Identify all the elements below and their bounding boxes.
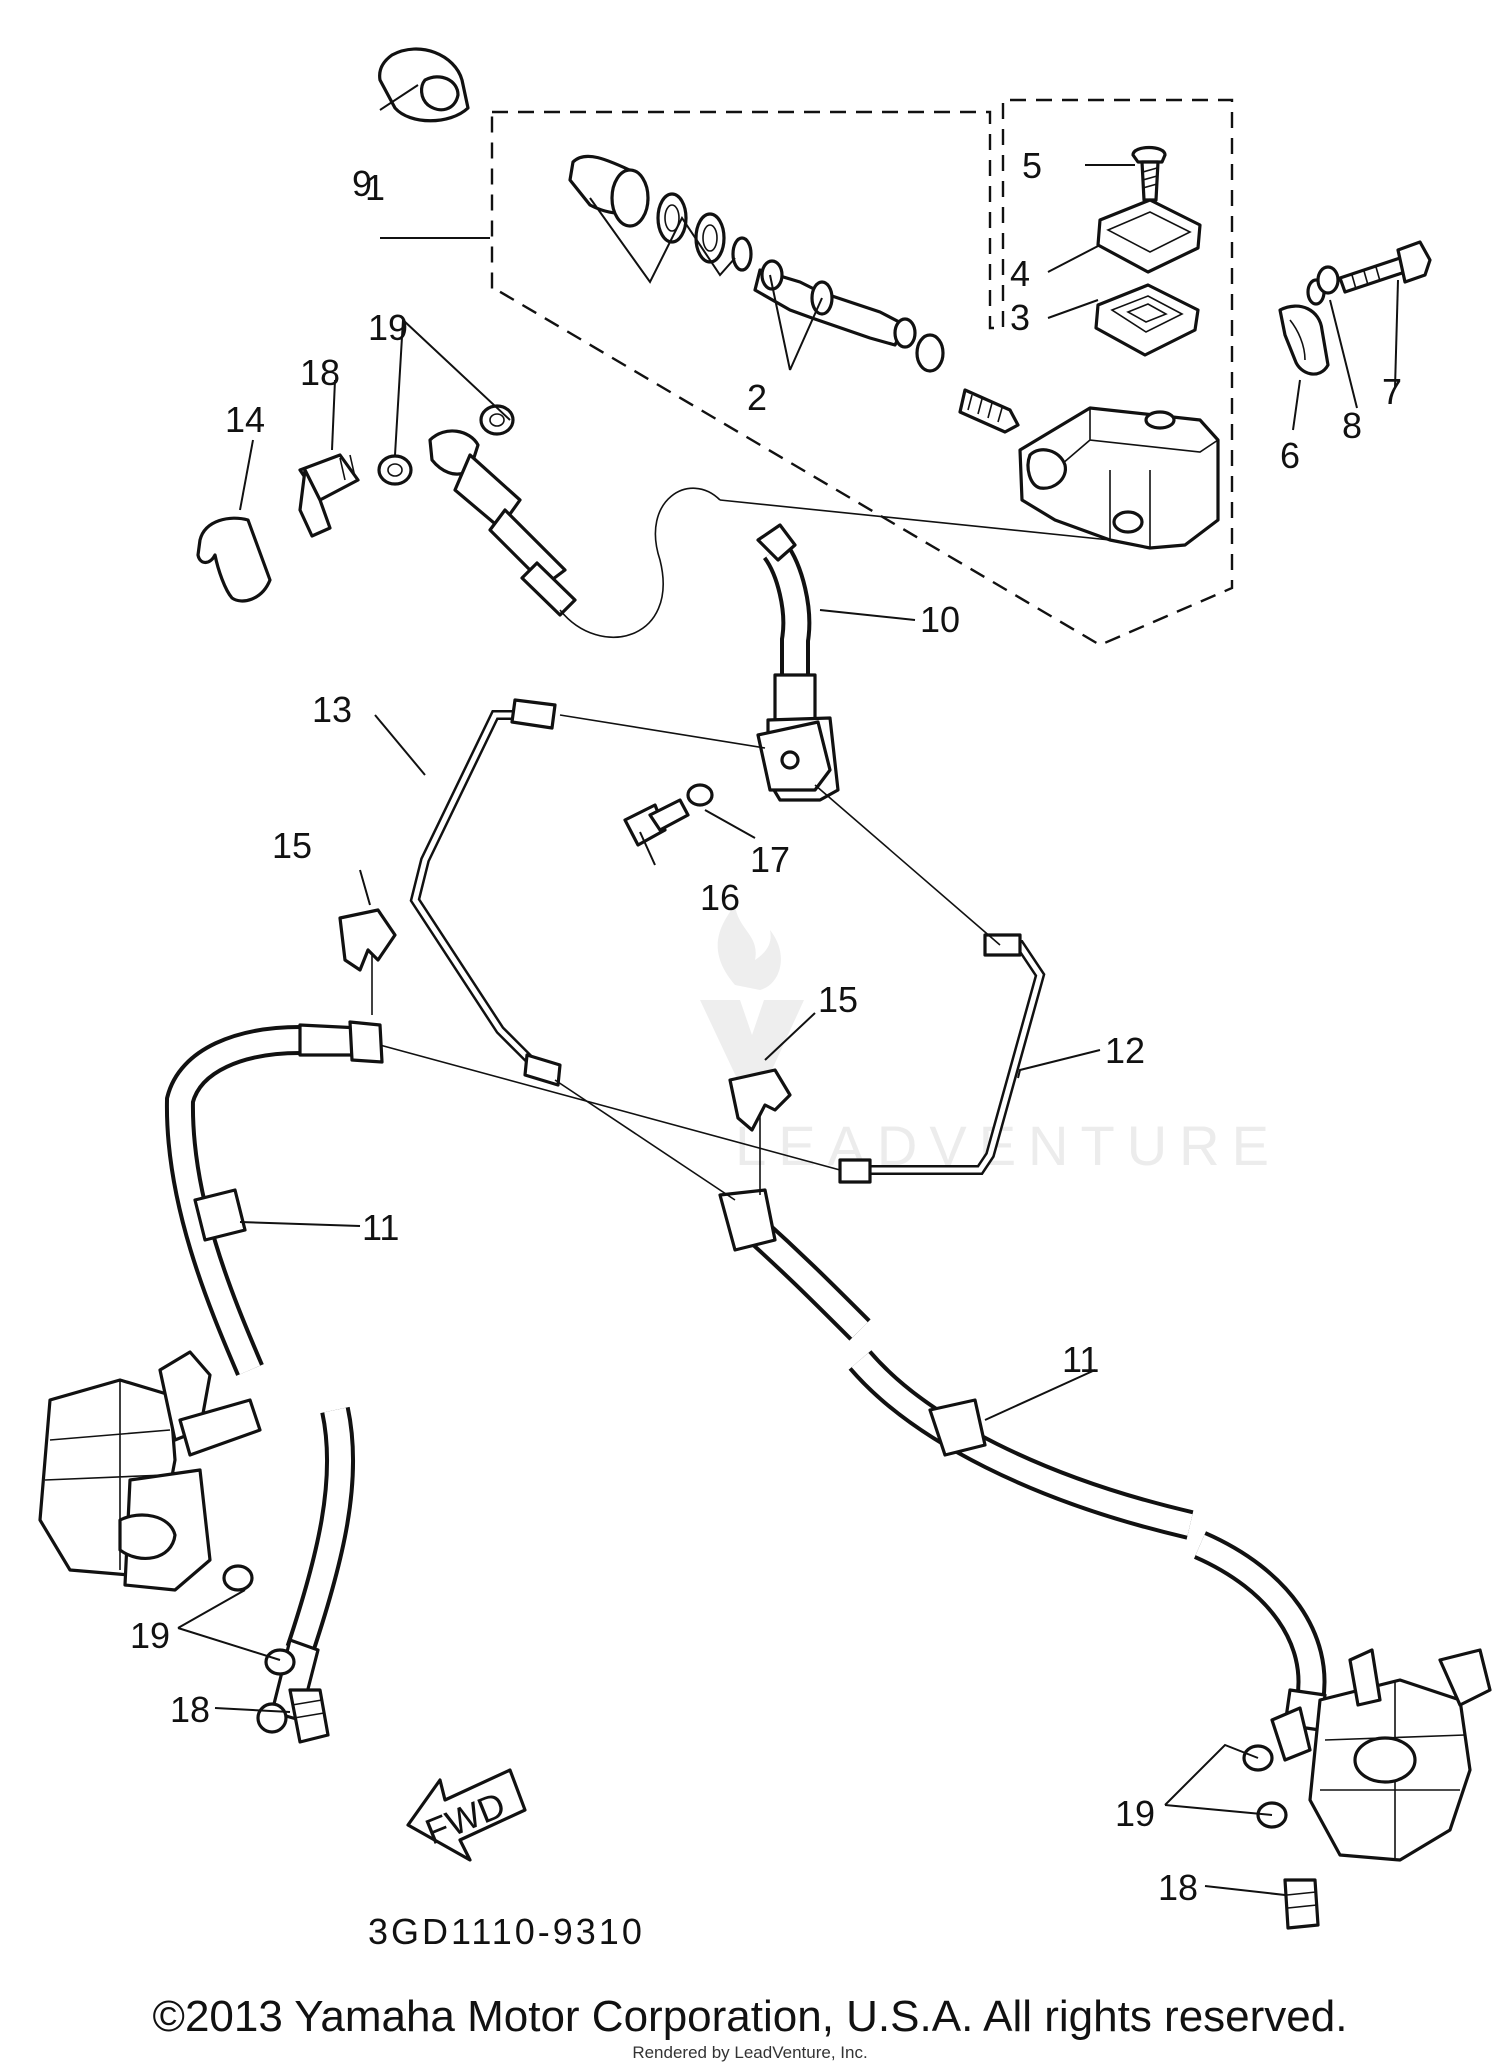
callout-16: 16 bbox=[700, 877, 740, 918]
callout-13: 13 bbox=[312, 689, 352, 730]
lower-left-banjo-parts bbox=[264, 1648, 330, 1744]
callout-15-right: 15 bbox=[818, 979, 858, 1020]
callout-3: 3 bbox=[1010, 297, 1030, 338]
watermark-flame-icon bbox=[717, 905, 781, 990]
callout-1: 1 bbox=[365, 167, 385, 208]
watermark-v-icon bbox=[700, 1000, 804, 1085]
callout-9: 9 bbox=[352, 163, 372, 204]
master-cylinder-body bbox=[1018, 406, 1220, 550]
callout-leaders bbox=[177, 84, 1399, 1896]
diagram-code: 3GD1110-9310 bbox=[368, 1911, 645, 1952]
callout-11-left: 11 bbox=[362, 1207, 399, 1248]
watermark-text: LEADVENTURE bbox=[735, 1114, 1281, 1177]
callout-18-lower-left: 18 bbox=[170, 1689, 210, 1730]
callout-12: 12 bbox=[1105, 1030, 1145, 1071]
kit-outline bbox=[490, 98, 1234, 647]
clamp-and-bolt bbox=[1278, 240, 1432, 376]
callout-19-top: 19 bbox=[368, 307, 408, 348]
callout-18-lower-right: 18 bbox=[1158, 1867, 1198, 1908]
part-11-right-hose bbox=[718, 1188, 1327, 1732]
callout-14: 14 bbox=[225, 399, 265, 440]
left-brake-caliper bbox=[38, 1350, 262, 1592]
upper-banjo-parts bbox=[196, 404, 515, 603]
part-9-boot bbox=[378, 47, 470, 123]
connection-lines bbox=[371, 714, 1001, 1201]
piston-assembly bbox=[568, 154, 1020, 434]
callout-6: 6 bbox=[1280, 435, 1300, 476]
upper-hose bbox=[428, 429, 1111, 639]
callout-17: 17 bbox=[750, 839, 790, 880]
copyright-notice: ©2013 Yamaha Motor Corporation, U.S.A. A… bbox=[152, 1992, 1348, 2041]
junction-bolt bbox=[623, 783, 714, 847]
reservoir-cap-parts bbox=[1094, 145, 1202, 357]
callout-7: 7 bbox=[1382, 371, 1402, 412]
callout-19-lower-right: 19 bbox=[1115, 1793, 1155, 1834]
callout-labels: 1 2 3 4 5 6 7 8 9 10 11 11 12 13 14 15 1… bbox=[130, 145, 1402, 1908]
callout-10: 10 bbox=[920, 599, 960, 640]
right-brake-caliper bbox=[1242, 1648, 1492, 1930]
callout-5: 5 bbox=[1022, 145, 1042, 186]
rendered-by-note: Rendered by LeadVenture, Inc. bbox=[632, 2043, 868, 2062]
part-15-clips bbox=[338, 908, 792, 1132]
callout-11-right: 11 bbox=[1062, 1339, 1099, 1380]
callout-19-lower-left: 19 bbox=[130, 1615, 170, 1656]
callout-2: 2 bbox=[747, 377, 767, 418]
part-12-brake-pipe bbox=[838, 933, 1046, 1184]
callout-18-top: 18 bbox=[300, 352, 340, 393]
callout-4: 4 bbox=[1010, 253, 1030, 294]
part-10-hose bbox=[756, 523, 840, 802]
part-13-brake-pipe bbox=[409, 698, 562, 1087]
callout-15-left: 15 bbox=[272, 825, 312, 866]
fwd-arrow: FWD bbox=[406, 1768, 527, 1862]
callout-8: 8 bbox=[1342, 405, 1362, 446]
